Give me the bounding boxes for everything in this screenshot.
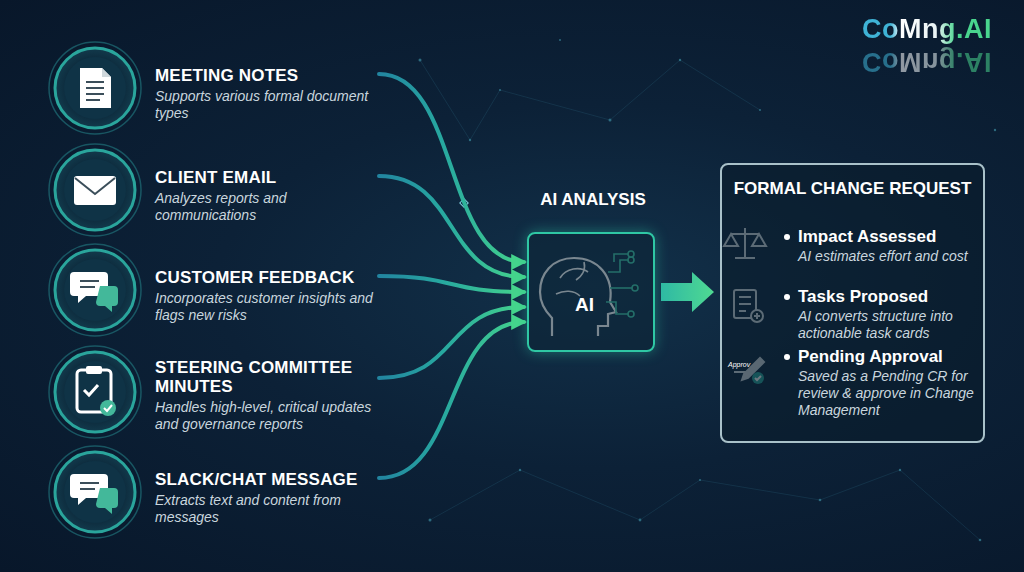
result-item: Tasks Proposed AI converts structure into…: [784, 287, 976, 342]
ai-mark: AI: [575, 294, 594, 316]
source-title: CLIENT EMAIL: [155, 168, 377, 187]
flow-curve: [379, 276, 524, 292]
source-description: Analyzes reports and communications: [155, 190, 377, 224]
logo: CoMng.AI: [862, 14, 992, 45]
source-text: SLACK/CHAT MESSAGE Extracts text and cont…: [155, 470, 377, 526]
panel-title: FORMAL CHANGE REQUEST: [722, 179, 983, 199]
result-item: Impact Assessed AI estimates effort and c…: [784, 227, 976, 265]
source-text: STEERING COMMITTEE MINUTESHandles high-l…: [155, 358, 377, 433]
source-description: Incorporates customer insights and flags…: [155, 290, 377, 324]
source-node: MEETING NOTES Supports various formal doc…: [52, 44, 377, 132]
process-box: AI ANALYSISAI: [527, 232, 655, 352]
bullet-dot: [784, 234, 790, 240]
result-item: Pending ApprovalSaved as a Pending CR fo…: [784, 347, 976, 419]
flow-curve: [379, 307, 524, 378]
item-title: Impact Assessed: [798, 227, 976, 246]
source-title: STEERING COMMITTEE MINUTES: [155, 358, 377, 396]
icon-caption: Approv: [728, 361, 750, 368]
bullet-dot: [784, 294, 790, 300]
source-text: MEETING NOTES Supports various formal doc…: [155, 66, 377, 122]
item-description: AI estimates effort and cost: [798, 248, 976, 265]
output-panel: FORMAL CHANGE REQUEST Impact Assessed AI e…: [720, 163, 985, 443]
source-text: CUSTOMER FEEDBACK Incorporates customer i…: [155, 268, 377, 324]
source-node: SLACK/CHAT MESSAGE Extracts text and cont…: [52, 448, 377, 536]
source-title: CUSTOMER FEEDBACK: [155, 268, 377, 287]
item-title: Pending Approval: [798, 347, 976, 366]
source-node: STEERING COMMITTEE MINUTESHandles high-l…: [52, 348, 377, 436]
bullet-dot: [784, 354, 790, 360]
logo-reflection: CoMng.AI: [862, 46, 992, 77]
flow-curve: [379, 322, 524, 478]
source-title: MEETING NOTES: [155, 66, 377, 85]
flow-curve: [379, 74, 524, 262]
flow-arrow: [661, 272, 714, 312]
item-title: Tasks Proposed: [798, 287, 976, 306]
process-title: AI ANALYSIS: [509, 190, 677, 210]
network-lines: [420, 60, 980, 540]
source-node: CLIENT EMAIL Analyzes reports and communi…: [52, 146, 377, 234]
item-description: AI converts structure into actionable ta…: [798, 308, 976, 342]
source-description: Supports various formal document types: [155, 88, 377, 122]
source-title: SLACK/CHAT MESSAGE: [155, 470, 377, 489]
source-description: Handles high-level, critical updates and…: [155, 399, 377, 433]
item-description: Saved as a Pending CR for review & appro…: [798, 368, 976, 419]
source-text: CLIENT EMAIL Analyzes reports and communi…: [155, 168, 377, 224]
source-node: CUSTOMER FEEDBACK Incorporates customer i…: [52, 246, 377, 334]
flow-curve: [379, 176, 524, 277]
input-icons: [49, 42, 141, 538]
source-description: Extracts text and content from messages: [155, 492, 377, 526]
